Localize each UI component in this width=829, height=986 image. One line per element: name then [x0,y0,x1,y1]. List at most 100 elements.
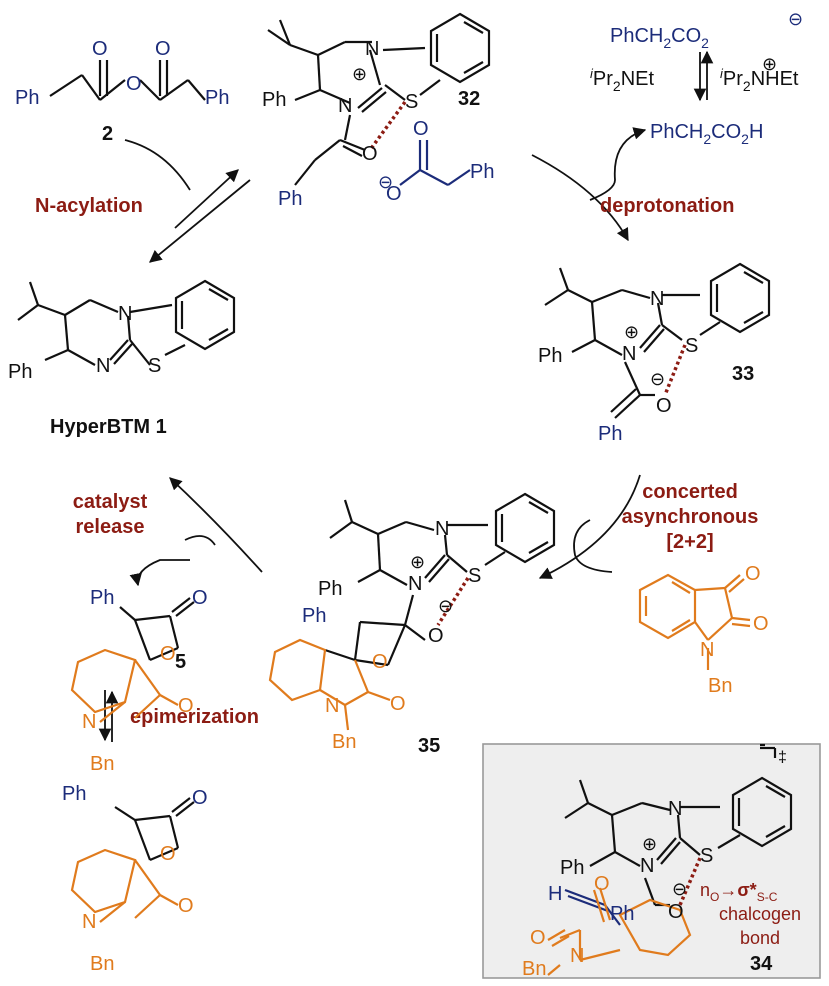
step-cycloaddition-3: [2+2] [666,531,713,553]
c5-bn: Bn [90,753,114,775]
hyperbtm-1 [17,281,186,366]
ts34-o-isatin-top: O [594,873,610,895]
c5-n: N [82,711,96,733]
chalcogen-orbital-note: nO→σ*S-C [700,880,778,904]
anhydride-ph-left: Ph [15,87,39,109]
arrow-isatin-in [573,519,613,573]
ts34-plus: ⊕ [642,834,657,854]
c33-n: N [622,343,636,365]
epimer-o-amide: O [178,895,194,917]
anhydride-o-top-2: O [155,38,171,60]
epimer-o-ring: O [160,843,176,865]
epimer-ph: Ph [62,783,86,805]
compound-5 [70,597,195,723]
isatin-bn: Bn [708,675,732,697]
hyperbtm-n-bottom: N [96,355,110,377]
arrow-acid-out [589,127,647,201]
compound-33 [544,262,771,419]
c33-minus: ⊖ [650,369,665,389]
c33-number: 33 [732,363,754,385]
base-left: iPr2NEt [590,66,654,94]
ts-34-box [482,743,821,979]
step-n-acylation: N-acylation [35,195,143,217]
anhydride-ph-right: Ph [205,87,229,109]
ts34-ph-enolate: Ph [610,903,634,925]
c33-ph-enolate: Ph [598,423,622,445]
anhydride-2 [49,60,206,101]
c32-ph-acyl: Ph [278,188,302,210]
c33-plus: ⊕ [624,322,639,342]
c32-o: O [362,143,378,165]
c5-number: 5 [175,651,186,673]
hyperbtm-ph: Ph [8,361,32,383]
c5-o-ring: O [160,643,176,665]
step-catalyst-release-1: catalyst [73,491,148,513]
acid-formula: PhCH2CO2H [650,121,763,147]
isatin [638,573,751,670]
c32-counterion-ph: Ph [470,161,494,183]
epimer-bn: Bn [90,953,114,975]
ts34-ph-core: Ph [560,857,584,879]
c5-ph: Ph [90,587,114,609]
c35-o-ring: O [372,651,388,673]
step-epimerization: epimerization [130,706,259,728]
arrow-anhydride-in [124,139,191,191]
c35-number: 35 [418,735,440,757]
arrow-release-to-5 [129,559,190,587]
epimer-n: N [82,911,96,933]
c35-plus: ⊕ [410,552,425,572]
ts34-minus: ⊖ [672,879,687,899]
ts34-number: 34 [750,953,773,975]
ts-34 [547,743,793,976]
c33-n-top: N [650,288,664,310]
c32-ph: Ph [262,89,286,111]
c35-o-minus: O [428,625,444,647]
c32-n: N [365,38,379,60]
c35-n-top: N [435,518,449,540]
ts34-s: S [700,845,713,867]
step-cycloaddition-1: concerted [642,481,738,503]
ts34-n: N [640,855,654,877]
c32-counterion-o1: O [386,183,402,205]
ts34-bn: Bn [522,958,546,980]
hyperbtm-name: HyperBTM 1 [50,416,167,438]
step-cycloaddition-2: asynchronous [622,506,759,528]
anhydride-o-top-1: O [92,38,108,60]
base-right-charge: ⊕ [762,54,777,74]
hyperbtm-s: S [148,355,161,377]
arrow-catalyst-curve [184,535,216,546]
c35-ph-2: Ph [302,605,326,627]
isatin-n: N [700,639,714,661]
hyperbtm-n-top: N [118,303,132,325]
c32-s: S [405,91,418,113]
step-catalyst-release-2: release [76,516,145,538]
chalcogen-line3: bond [740,928,780,948]
c32-n-acyl: N [338,95,352,117]
epimer-o-carbonyl: O [192,787,208,809]
ts34-n-top: N [668,798,682,820]
arrow-catalyst-release [169,477,263,573]
cycle-arrows [98,50,746,881]
chalcogen-line2: chalcogen [719,904,801,924]
c5-o-amide: O [178,695,194,717]
c35-minus: ⊖ [438,596,453,616]
c35-n: N [408,573,422,595]
arrow-n-acylation-reverse [149,179,251,263]
c32-counterion-charge: ⊖ [378,172,393,192]
compound-5-epimer [70,797,195,923]
c32-plus: ⊕ [352,64,367,84]
ts34-dagger: ‡ [778,749,787,766]
c33-o: O [656,395,672,417]
step-deprotonation: deprotonation [600,195,734,217]
ts34-n-isatin: N [570,945,584,967]
c35-o-carbonyl: O [390,693,406,715]
carboxylate-charge: ⊖ [788,9,803,29]
c33-ph: Ph [538,345,562,367]
c32-number: 32 [458,88,480,110]
ts34-o-enolate: O [668,901,684,923]
compound-35 [268,492,556,731]
c32-counterion-o2: O [413,118,429,140]
c35-bn: Bn [332,731,356,753]
